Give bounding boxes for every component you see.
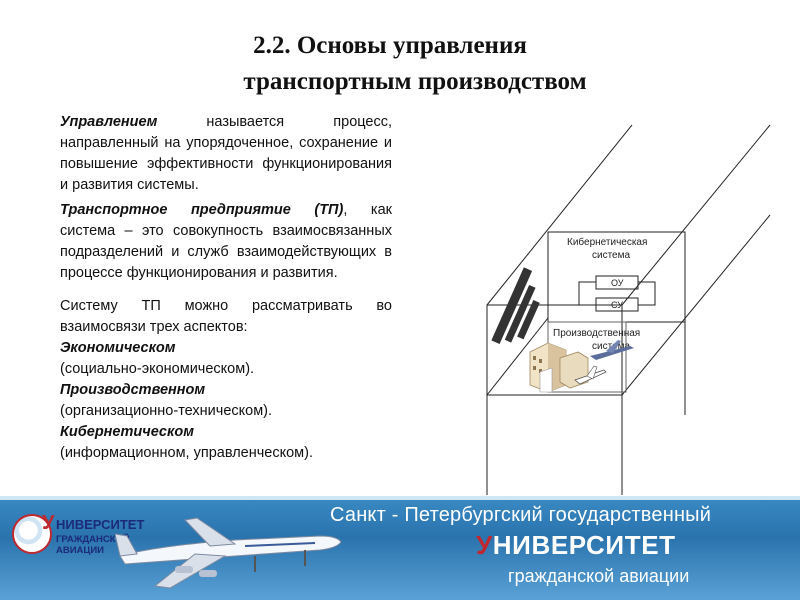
cyber-label-2: система [592, 250, 630, 261]
term-management: Управлением [60, 114, 158, 130]
logo-line-1: НИВЕРСИТЕТ [56, 517, 145, 532]
logo-letter: У [42, 512, 55, 534]
system-diagram: Кибернетическая система ОУ СУ Производст… [486, 124, 771, 495]
logo-line-2: ГРАЖДАНСКОЙ АВИАЦИИ [56, 534, 130, 556]
diagram-edge [621, 214, 771, 396]
cyber-label-1: Кибернетическая [567, 236, 647, 248]
economic-system-label [491, 267, 540, 345]
feedback-line [638, 281, 656, 306]
aspect-name: Производственном [60, 382, 206, 398]
diagram-edge [486, 317, 549, 396]
aspect-name: Экономическом [60, 340, 176, 356]
prod-label-1: Производственная [553, 328, 640, 339]
paragraph-enterprise: Транспортное предприятие (ТП), как систе… [60, 200, 392, 284]
diagram-edge [621, 124, 771, 306]
footer-line-2-first: У [476, 530, 493, 560]
body-text: Управлением называется процесс, направле… [60, 112, 392, 464]
paragraph-aspects-intro: Систему ТП можно рассматривать во взаимо… [60, 298, 392, 335]
term-enterprise: Транспортное предприятие (ТП) [60, 202, 344, 218]
page-title: 2.2. Основы управления транспортным прои… [60, 28, 720, 100]
feedback-line [578, 281, 596, 306]
aspect-detail: (информационном, управленческом). [60, 445, 313, 461]
aspect-name: Кибернетическом [60, 424, 194, 440]
ou-label: ОУ [611, 278, 624, 288]
definition-management: называется процесс, направленный на упор… [60, 114, 392, 193]
title-line-1: 2.2. Основы управления [253, 32, 527, 59]
definition-enterprise: , как система – это совокупность взаимос… [60, 202, 392, 281]
footer-line-3: гражданской авиации [508, 566, 690, 586]
paragraph-definition: Управлением называется процесс, направле… [60, 112, 392, 196]
footer-line-1: Санкт - Петербургский государственный [330, 504, 712, 526]
footer-line-2: УНИВЕРСИТЕТ [476, 530, 676, 561]
su-label: СУ [611, 300, 623, 310]
diagram-edge [486, 124, 633, 306]
globe-icon [12, 514, 52, 554]
airplane-icon [574, 365, 607, 385]
factory-illustration [529, 342, 589, 393]
aspect-detail: (организационно-техническом). [60, 403, 273, 419]
aspect-detail: (социально-экономическом). [60, 361, 255, 377]
footer-banner: У НИВЕРСИТЕТ ГРАЖДАНСКОЙ АВИАЦИИ Санкт -… [0, 496, 800, 600]
title-line-2: транспортным производством [243, 68, 587, 95]
airliner-icon [115, 517, 342, 589]
airplane-icon [590, 340, 634, 360]
university-logo: У НИВЕРСИТЕТ ГРАЖДАНСКОЙ АВИАЦИИ [12, 512, 162, 556]
footer-line-2-rest: НИВЕРСИТЕТ [492, 530, 676, 560]
